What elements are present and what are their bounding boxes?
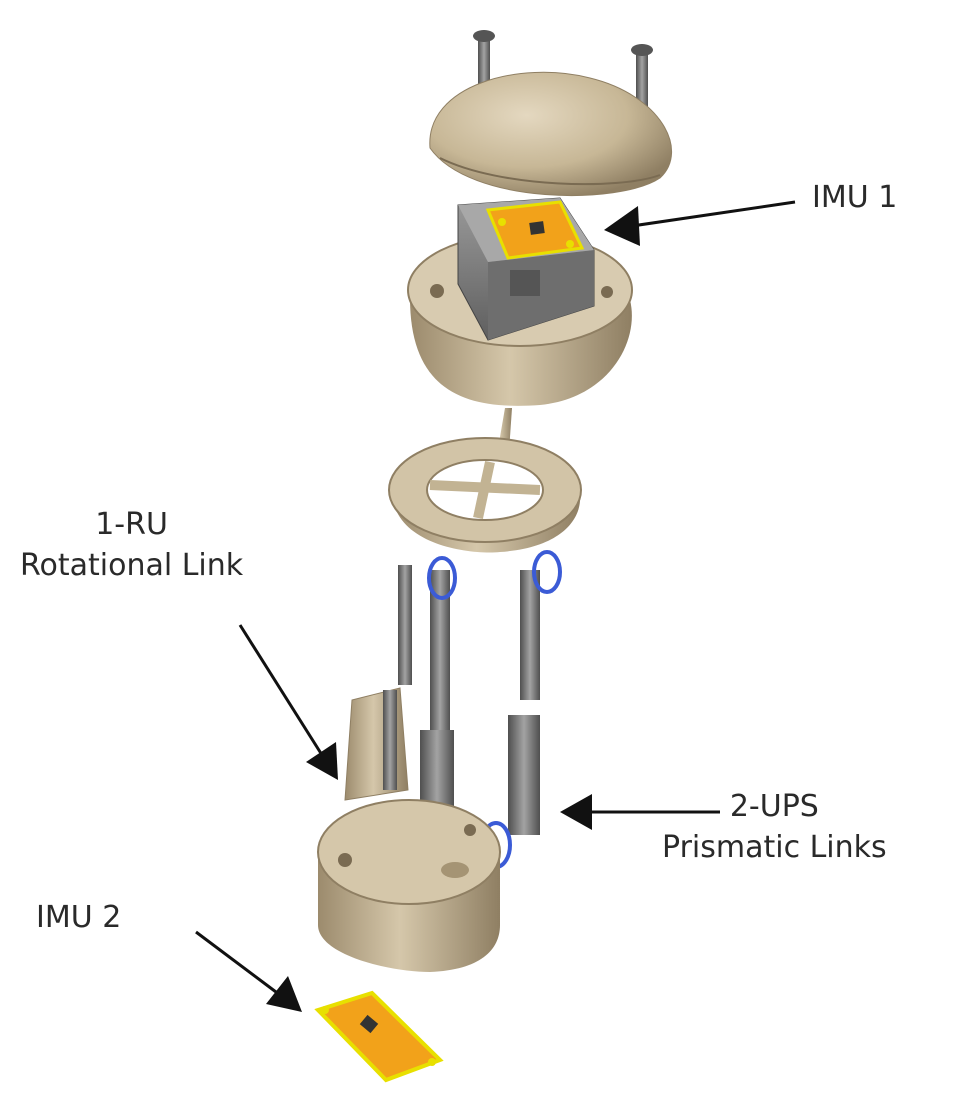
middle-ring: [388, 437, 582, 553]
rotational-link-label: 1-RU Rotational Link: [20, 505, 243, 586]
imu-board-icon: [314, 990, 444, 1083]
arrow-icon: [604, 200, 796, 246]
prismatic-links-label: 2-UPS Prismatic Links: [662, 787, 887, 868]
imu2-text: IMU 2: [36, 900, 122, 935]
ru-subtitle: Rotational Link: [20, 547, 244, 583]
arrow-icon: [195, 930, 302, 1012]
imu1-label: IMU 1: [812, 178, 897, 219]
ups-title: 2-UPS: [729, 789, 819, 824]
rotational-link: [344, 565, 412, 801]
imu-board-icon: [485, 200, 585, 260]
ru-title: 1-RU: [95, 507, 168, 542]
ups-subtitle: Prismatic Links: [662, 829, 887, 865]
base-cylinder: [317, 799, 501, 972]
arrow-icon: [238, 624, 338, 780]
top-dome: [429, 30, 672, 197]
imu1-text: IMU 1: [812, 180, 898, 215]
arrow-icon: [560, 794, 720, 830]
imu2-label: IMU 2: [36, 898, 121, 939]
prismatic-link-right: [480, 550, 562, 869]
